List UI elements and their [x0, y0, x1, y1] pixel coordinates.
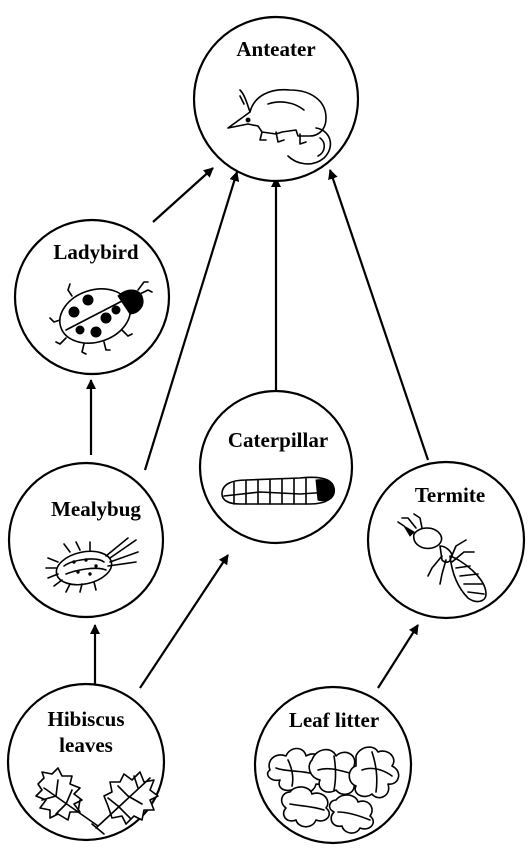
node-leaf-litter: Leaf litter — [255, 687, 411, 843]
node-caterpillar: Caterpillar — [200, 391, 352, 543]
termite-label: Termite — [415, 483, 485, 507]
edge-ladybird-to-anteater — [153, 168, 213, 222]
node-hibiscus-leaves: Hibiscus leaves — [8, 684, 164, 840]
node-ladybird: Ladybird — [15, 220, 169, 374]
caterpillar-icon — [222, 477, 334, 504]
edge-termite-to-anteater — [330, 170, 428, 460]
hibiscus-label-line2: leaves — [59, 733, 113, 757]
hibiscus-label-line1: Hibiscus — [47, 707, 124, 731]
ladybird-label: Ladybird — [53, 240, 139, 264]
leaf-litter-label: Leaf litter — [289, 708, 379, 732]
mealybug-label: Mealybug — [51, 497, 141, 521]
node-termite: Termite — [368, 462, 524, 618]
node-anteater: Anteater — [194, 17, 358, 181]
caterpillar-label: Caterpillar — [228, 428, 328, 452]
node-mealybug: Mealybug — [9, 463, 163, 617]
anteater-label: Anteater — [236, 37, 315, 61]
edge-leaflitter-to-termite — [378, 625, 418, 688]
